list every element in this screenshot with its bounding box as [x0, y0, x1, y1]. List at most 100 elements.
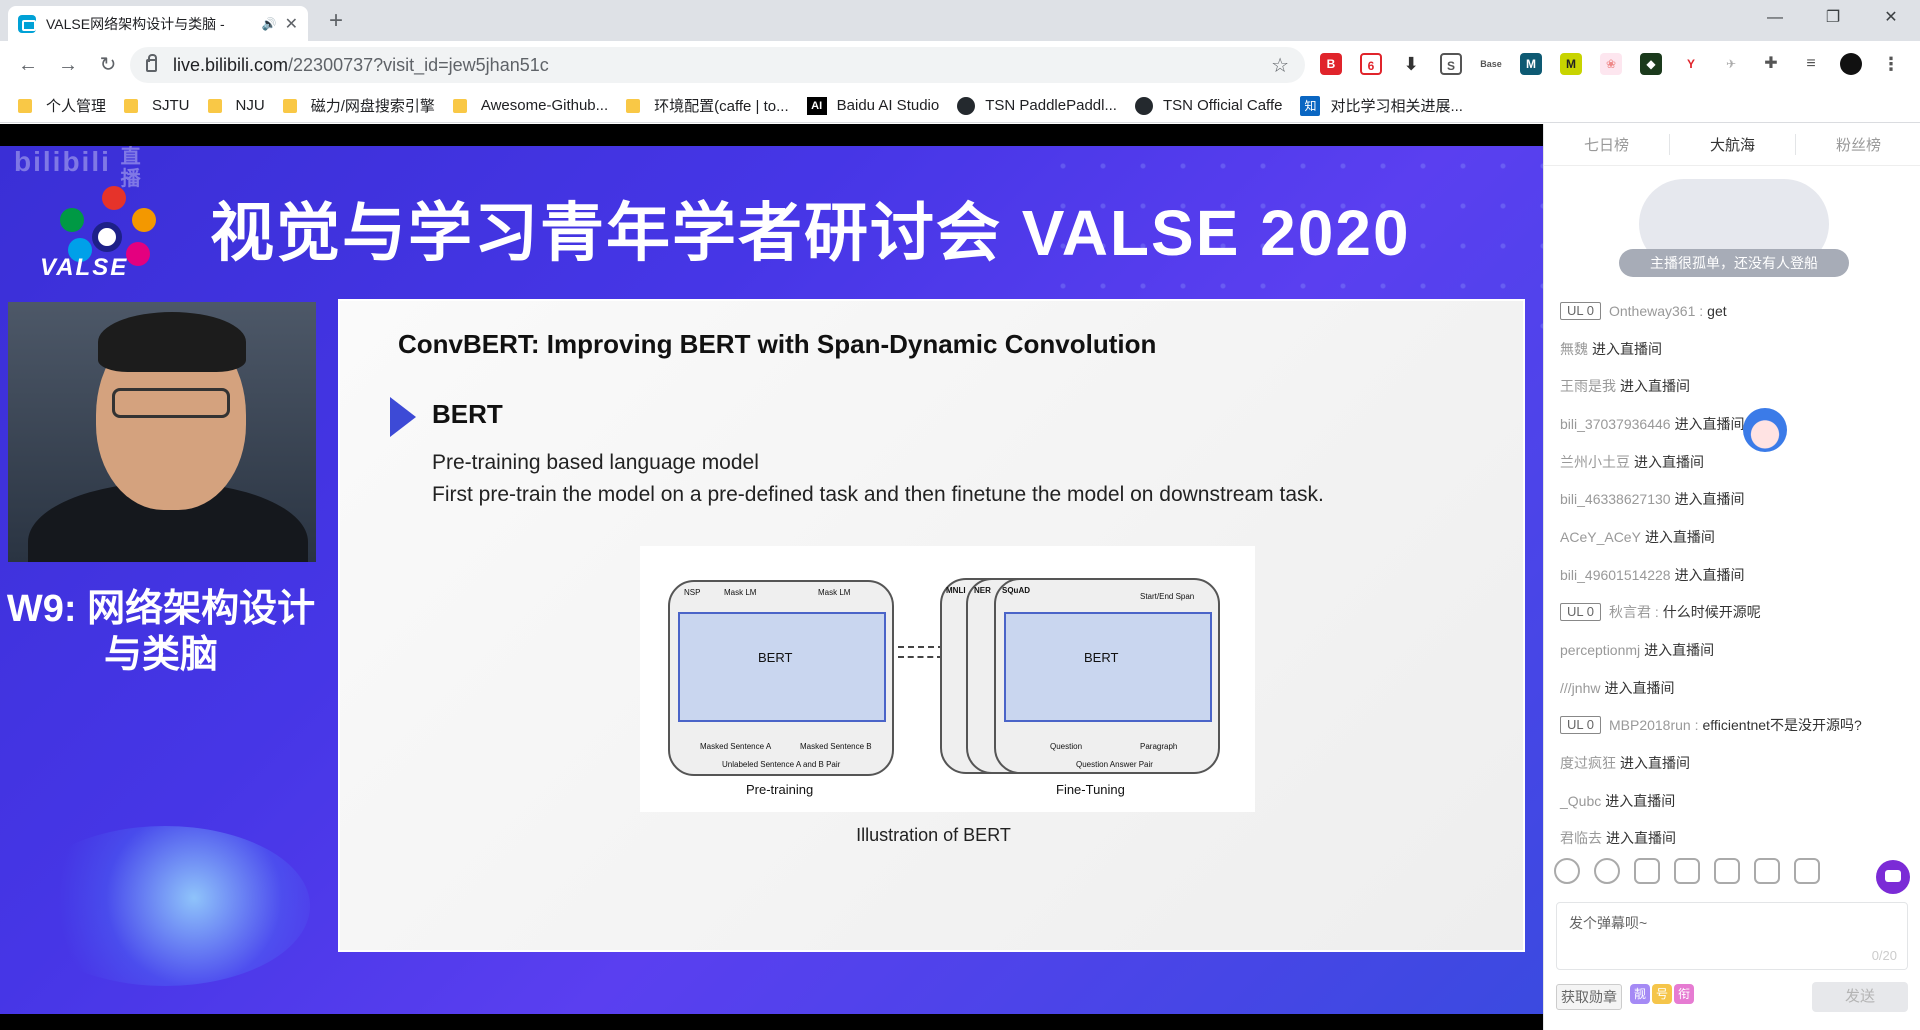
- puzzle-icon[interactable]: ✚: [1760, 53, 1782, 75]
- media-icon[interactable]: ≡: [1800, 53, 1822, 75]
- chat-user[interactable]: bili_37037936446: [1560, 415, 1671, 432]
- bookmark-item[interactable]: 环境配置(caffe | to...: [626, 95, 789, 116]
- level-badge: UL 0: [1560, 603, 1601, 622]
- chat-text: 进入直播间: [1634, 453, 1704, 470]
- emoji-icon[interactable]: [1554, 858, 1580, 884]
- tab-weekly-rank[interactable]: 七日榜: [1544, 134, 1670, 155]
- extension-icon[interactable]: M: [1560, 53, 1582, 75]
- badge-button[interactable]: 靓: [1630, 984, 1650, 1004]
- extension-icon[interactable]: ❀: [1600, 53, 1622, 75]
- chat-user[interactable]: 兰州小土豆: [1560, 453, 1630, 470]
- speaker-icon[interactable]: 🔊: [261, 16, 277, 31]
- screen-edit-icon[interactable]: [1754, 858, 1780, 884]
- tab-captain[interactable]: 大航海: [1670, 134, 1796, 155]
- extension-icon[interactable]: ✈: [1720, 53, 1742, 75]
- chat-text: 进入直播间: [1644, 642, 1715, 659]
- bookmark-item[interactable]: TSN PaddlePaddl...: [957, 96, 1117, 115]
- send-button[interactable]: 发送: [1812, 982, 1908, 1012]
- chat-user[interactable]: perceptionmj: [1560, 642, 1641, 659]
- chat-user[interactable]: bili_49601514228: [1560, 566, 1671, 583]
- live-video-player[interactable]: bilibili 直播 VALSE 视觉与学习青年学者研讨会 VALSE 202…: [0, 124, 1543, 1030]
- chat-user[interactable]: _Qubc: [1560, 792, 1602, 809]
- chat-user[interactable]: MBP2018run :: [1608, 717, 1699, 734]
- input-placeholder: 发个弹幕呗~: [1569, 915, 1648, 931]
- folder-icon: [452, 98, 467, 113]
- extension-icon[interactable]: 6: [1360, 53, 1382, 75]
- bookmark-label: 个人管理: [46, 98, 107, 115]
- folder-icon: [124, 98, 139, 113]
- bookmark-item[interactable]: 磁力/网盘搜索引擎: [282, 95, 435, 116]
- bilibili-icon: [18, 14, 36, 33]
- bookmark-label: SJTU: [152, 97, 190, 114]
- chat-user[interactable]: Ontheway361 :: [1608, 302, 1704, 319]
- chat-message: 王雨是我进入直播间: [1560, 367, 1910, 405]
- screen-icon[interactable]: [1674, 858, 1700, 884]
- danmaku-input[interactable]: 发个弹幕呗~ 0/20: [1556, 902, 1908, 970]
- extension-icon[interactable]: S: [1440, 53, 1462, 75]
- presentation-slide: ConvBERT: Improving BERT with Span-Dynam…: [338, 299, 1525, 952]
- chat-user[interactable]: ///jnhw: [1560, 679, 1601, 696]
- figure-label: Masked Sentence B: [800, 742, 872, 751]
- chat-user[interactable]: bili_46338627130: [1560, 491, 1671, 508]
- bookmark-item[interactable]: NJU: [207, 97, 265, 114]
- bookmark-label: 环境配置(caffe | to...: [654, 98, 789, 115]
- tab-bilibili-live[interactable]: VALSE网络架构设计与类脑 - 🔊 ✕: [8, 6, 308, 41]
- minimize-button[interactable]: —: [1767, 9, 1783, 26]
- menu-icon[interactable]: ⋮: [1880, 53, 1902, 75]
- figure-label: NSP: [684, 588, 701, 597]
- chat-user[interactable]: 秋言君 :: [1608, 604, 1659, 621]
- baidu-ai-icon: AI: [806, 96, 827, 115]
- chat-text: 进入直播间: [1644, 528, 1715, 545]
- bookmark-item[interactable]: Awesome-Github...: [452, 97, 608, 114]
- arrow-decoration: [898, 646, 954, 648]
- empty-state-text: 主播很孤单，还没有人登船: [1619, 249, 1849, 277]
- chat-user[interactable]: ACeY_ACeY: [1560, 528, 1641, 545]
- badge-button[interactable]: 衔: [1674, 984, 1694, 1004]
- forward-button[interactable]: →: [58, 54, 78, 76]
- reload-button[interactable]: ↻: [99, 54, 117, 76]
- chat-bubble-icon[interactable]: [1876, 860, 1910, 894]
- extension-icon[interactable]: B: [1320, 53, 1342, 75]
- chat-user[interactable]: 度过疯狂: [1560, 755, 1616, 772]
- bookmark-item[interactable]: TSN Official Caffe: [1134, 96, 1282, 115]
- download-icon[interactable]: ⬇: [1400, 53, 1422, 75]
- back-button[interactable]: ←: [18, 54, 38, 76]
- bookmark-item[interactable]: 知对比学习相关进展...: [1300, 95, 1463, 116]
- chat-user[interactable]: 無魏: [1560, 340, 1588, 357]
- chat-user[interactable]: 王雨是我: [1560, 378, 1616, 395]
- tab-fan-rank[interactable]: 粉丝榜: [1835, 137, 1881, 154]
- extension-icon[interactable]: M: [1520, 53, 1542, 75]
- chat-user[interactable]: 君临去: [1560, 830, 1602, 847]
- close-tab-icon[interactable]: ✕: [284, 15, 298, 33]
- sparkle-icon[interactable]: [1634, 858, 1660, 884]
- bert-block: [1004, 612, 1212, 722]
- extension-icon[interactable]: Y: [1680, 53, 1702, 75]
- new-tab-button[interactable]: +: [328, 7, 343, 34]
- palette-icon[interactable]: [1594, 858, 1620, 884]
- level-badge: UL 0: [1560, 301, 1601, 320]
- screen-settings-icon[interactable]: [1794, 858, 1820, 884]
- extension-icon[interactable]: Base: [1480, 53, 1502, 75]
- url-path: /22300737?visit_id=jew5jhan51c: [288, 54, 549, 75]
- restore-button[interactable]: ❐: [1825, 9, 1841, 26]
- bookmark-star-icon[interactable]: ☆: [1271, 55, 1289, 77]
- close-window-button[interactable]: ✕: [1884, 9, 1898, 26]
- screen-share-icon[interactable]: [1714, 858, 1740, 884]
- chat-text: 进入直播间: [1605, 792, 1676, 809]
- badge-button[interactable]: 号: [1652, 984, 1672, 1004]
- bookmark-item[interactable]: 个人管理: [18, 95, 106, 116]
- address-bar[interactable]: live.bilibili.com /22300737?visit_id=jew…: [130, 47, 1305, 83]
- figure-label: Masked Sentence A: [700, 742, 772, 751]
- bookmark-item[interactable]: SJTU: [124, 97, 190, 114]
- extension-icon[interactable]: ◆: [1640, 53, 1662, 75]
- chat-text: 进入直播间: [1620, 378, 1690, 395]
- github-icon: [1134, 96, 1153, 115]
- get-medal-button[interactable]: 获取勋章: [1556, 984, 1622, 1010]
- avatar[interactable]: [1840, 53, 1862, 75]
- mascot-icon[interactable]: [1743, 408, 1787, 452]
- lock-icon[interactable]: [146, 53, 157, 72]
